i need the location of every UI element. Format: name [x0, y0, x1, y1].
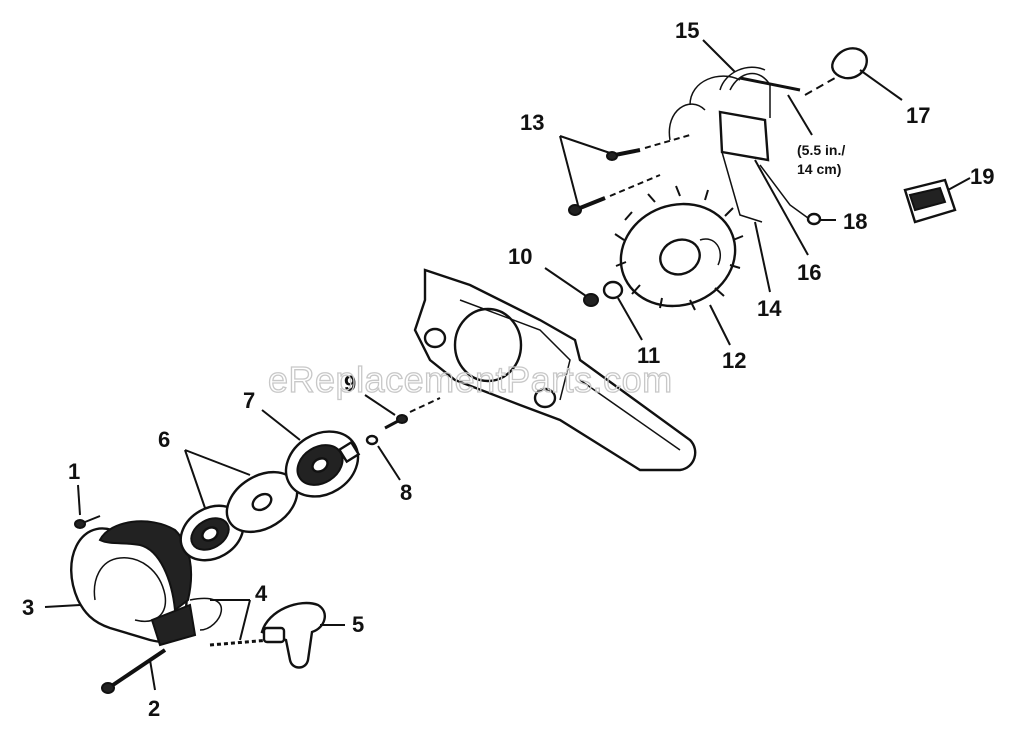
spring-cover-7 [284, 430, 361, 498]
screws-13 [568, 134, 691, 216]
ignition-wire-15 [668, 75, 836, 141]
washer-8 [365, 434, 379, 446]
callout-5: 5 [352, 612, 364, 637]
wire-length-note: (5.5 in./ 14 cm) [797, 142, 845, 177]
callout-1: 1 [68, 459, 80, 484]
leader-lines [44, 39, 971, 691]
ground-wire-14 [721, 151, 763, 223]
wire-length-note-line-1: (5.5 in./ [797, 142, 845, 158]
callout-7: 7 [243, 388, 255, 413]
flywheel-12 [614, 185, 744, 311]
callout-16: 16 [797, 260, 821, 285]
starter-handle-5 [260, 601, 326, 669]
washer-11 [602, 280, 624, 300]
starter-housing [70, 520, 197, 647]
callout-labels: 1 2 3 4 5 6 7 8 9 10 11 12 13 14 15 16 1… [22, 18, 994, 721]
ignition-module-16 [718, 66, 771, 162]
callout-4: 4 [255, 581, 268, 606]
screw-2 [101, 648, 167, 694]
callout-17: 17 [906, 103, 930, 128]
watermark: eReplacementParts.com [268, 359, 673, 400]
callout-12: 12 [722, 348, 746, 373]
callout-10: 10 [508, 244, 532, 269]
callout-14: 14 [757, 296, 782, 321]
callout-11: 11 [637, 343, 660, 368]
stop-switch-19 [903, 178, 957, 224]
starter-rope-4 [189, 597, 271, 647]
callout-15: 15 [675, 18, 699, 43]
spark-plug-boot-17 [831, 47, 868, 80]
callout-8: 8 [400, 480, 412, 505]
wire-length-note-line-2: 14 cm) [797, 161, 841, 177]
callout-3: 3 [22, 595, 34, 620]
screw-9 [384, 397, 441, 430]
callout-9: 9 [344, 371, 356, 396]
callout-18: 18 [843, 209, 867, 234]
callout-2: 2 [148, 696, 160, 721]
callout-6: 6 [158, 427, 170, 452]
fan-housing [413, 268, 697, 472]
screw-1 [74, 515, 101, 529]
callout-13: 13 [520, 110, 544, 135]
pulley-6 [179, 504, 245, 562]
nut-10 [583, 293, 599, 307]
callout-19: 19 [970, 164, 994, 189]
